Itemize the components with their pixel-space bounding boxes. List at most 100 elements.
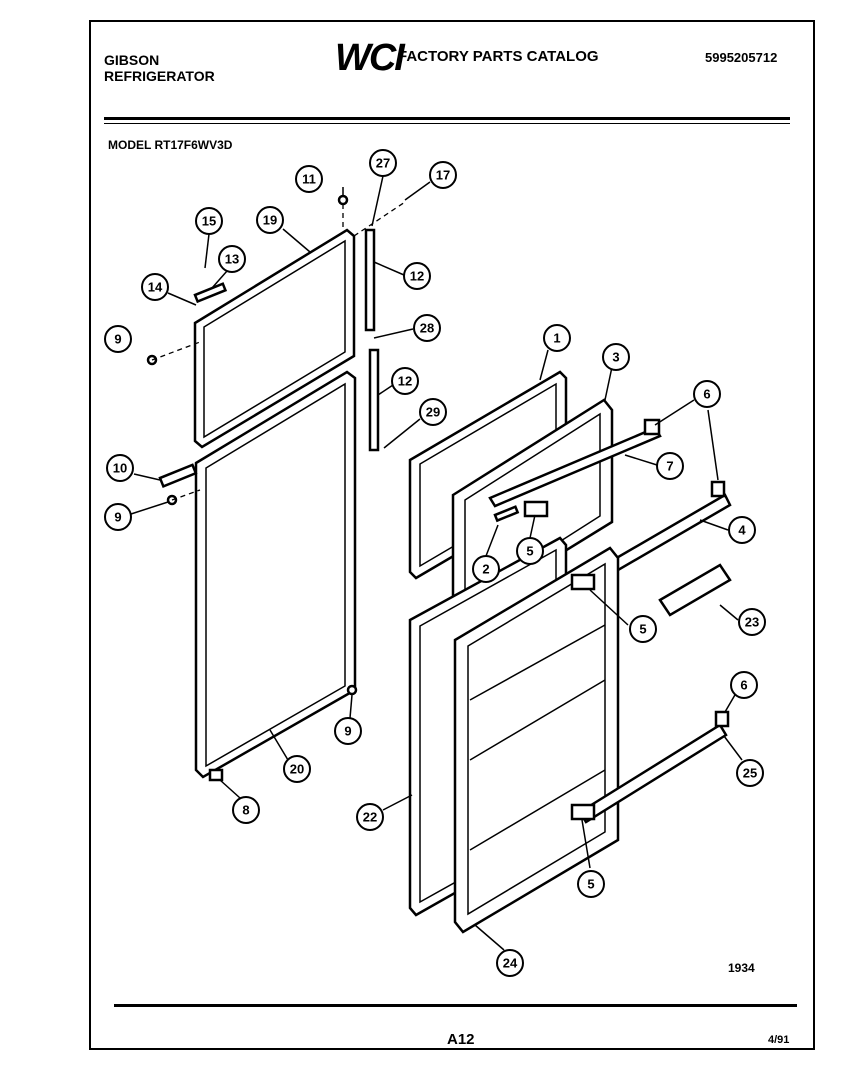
leader-13 bbox=[211, 270, 228, 289]
fresh-food-gasket-inner bbox=[205, 382, 346, 768]
callout-12-upper-label: 12 bbox=[410, 269, 424, 284]
leader-12-lower bbox=[377, 384, 394, 396]
callout-14: 14 bbox=[141, 273, 169, 301]
callout-19: 19 bbox=[256, 206, 284, 234]
callout-29-label: 29 bbox=[426, 405, 440, 420]
callout-20: 20 bbox=[283, 755, 311, 783]
callout-12-lower-label: 12 bbox=[398, 374, 412, 389]
callout-11-label: 11 bbox=[302, 172, 316, 187]
callout-17-label: 17 bbox=[436, 168, 450, 183]
align-line-9-mid bbox=[171, 489, 201, 501]
leader-27 bbox=[371, 175, 384, 227]
header-rule-thin bbox=[104, 123, 790, 124]
leader-2 bbox=[485, 524, 499, 557]
callout-9-lower-label: 9 bbox=[344, 724, 351, 739]
callout-27-label: 27 bbox=[376, 156, 390, 171]
fresh-food-door-liner bbox=[453, 546, 620, 934]
freezer-door-liner-inner bbox=[464, 412, 601, 604]
leader-12-upper bbox=[373, 261, 405, 276]
liner-shelf-line-3 bbox=[469, 769, 606, 851]
leader-5-lower bbox=[581, 819, 591, 869]
leader-8 bbox=[219, 779, 241, 799]
freezer-gasket-inner bbox=[203, 239, 346, 439]
callout-7: 7 bbox=[656, 452, 684, 480]
leader-6-mid bbox=[707, 409, 719, 481]
leader-3 bbox=[604, 366, 613, 401]
dairy-door bbox=[658, 563, 732, 617]
callout-12-lower: 12 bbox=[391, 367, 419, 395]
bushing-8 bbox=[208, 768, 224, 782]
callout-19-label: 19 bbox=[263, 213, 277, 228]
callout-3-label: 3 bbox=[612, 350, 619, 365]
end-cap-5-upper bbox=[523, 500, 549, 518]
footer-rule bbox=[114, 1004, 797, 1007]
lower-hinge bbox=[368, 348, 380, 452]
page-frame bbox=[89, 20, 815, 1050]
spacer-14 bbox=[193, 282, 228, 304]
liner-shelf-line-2 bbox=[469, 679, 606, 761]
callout-14-label: 14 bbox=[148, 280, 163, 295]
callout-6-upper-label: 6 bbox=[703, 387, 710, 402]
leader-24 bbox=[474, 924, 505, 951]
callout-28-label: 28 bbox=[420, 321, 434, 336]
wci-logo: WCI bbox=[335, 37, 405, 79]
callout-1: 1 bbox=[543, 324, 571, 352]
callout-2: 2 bbox=[472, 555, 500, 583]
callout-9-upper: 9 bbox=[104, 325, 132, 353]
callout-5-mid-label: 5 bbox=[639, 622, 646, 637]
brand-block: GIBSON REFRIGERATOR bbox=[104, 52, 215, 84]
callout-22: 22 bbox=[356, 803, 384, 831]
align-line-9-upper bbox=[151, 341, 201, 361]
callout-5-upper-label: 5 bbox=[526, 544, 533, 559]
liner-shelf-line-1 bbox=[469, 624, 606, 701]
callout-7-label: 7 bbox=[666, 459, 673, 474]
callout-23: 23 bbox=[738, 608, 766, 636]
callout-23-label: 23 bbox=[745, 615, 759, 630]
callout-5-lower-label: 5 bbox=[587, 877, 594, 892]
leader-9-mid bbox=[130, 501, 169, 515]
callout-9-upper-label: 9 bbox=[114, 332, 121, 347]
callout-27: 27 bbox=[369, 149, 397, 177]
leader-25 bbox=[723, 735, 743, 761]
leader-17 bbox=[404, 181, 431, 201]
leader-5-mid bbox=[589, 589, 629, 626]
freezer-shelf-rail bbox=[488, 426, 662, 508]
callout-28: 28 bbox=[413, 314, 441, 342]
leader-4 bbox=[699, 519, 729, 531]
callout-25: 25 bbox=[736, 759, 764, 787]
leader-1 bbox=[539, 349, 549, 381]
header-rule bbox=[104, 117, 790, 120]
hinge-pin-10 bbox=[158, 463, 198, 488]
page-number: A12 bbox=[447, 1031, 475, 1048]
leader-20 bbox=[269, 729, 289, 761]
end-cap-5-lower bbox=[570, 803, 596, 821]
callout-15-label: 15 bbox=[202, 214, 216, 229]
product-type: REFRIGERATOR bbox=[104, 68, 215, 84]
callout-5-lower: 5 bbox=[577, 870, 605, 898]
leader-29 bbox=[383, 418, 421, 449]
callout-8-label: 8 bbox=[242, 803, 249, 818]
callout-9-mid: 9 bbox=[104, 503, 132, 531]
leader-28 bbox=[373, 328, 414, 339]
callout-9-mid-label: 9 bbox=[114, 510, 121, 525]
leader-23 bbox=[719, 604, 739, 621]
end-cap-6-lower bbox=[714, 710, 730, 728]
end-cap-5-mid bbox=[570, 573, 596, 591]
callout-4: 4 bbox=[728, 516, 756, 544]
callout-22-label: 22 bbox=[363, 810, 377, 825]
callout-5-upper: 5 bbox=[516, 537, 544, 565]
callout-11: 11 bbox=[295, 165, 323, 193]
callout-5-mid: 5 bbox=[629, 615, 657, 643]
leader-9-lower bbox=[349, 694, 353, 719]
callout-13-label: 13 bbox=[225, 252, 239, 267]
callout-20-label: 20 bbox=[290, 762, 304, 777]
callout-2-label: 2 bbox=[482, 562, 489, 577]
callout-6-lower-label: 6 bbox=[740, 678, 747, 693]
leader-22 bbox=[382, 794, 413, 811]
leader-6-upper bbox=[654, 399, 695, 426]
leader-5-upper bbox=[529, 514, 536, 539]
end-cap-6-mid bbox=[710, 480, 726, 498]
callout-8: 8 bbox=[232, 796, 260, 824]
upper-hinge bbox=[364, 228, 376, 332]
